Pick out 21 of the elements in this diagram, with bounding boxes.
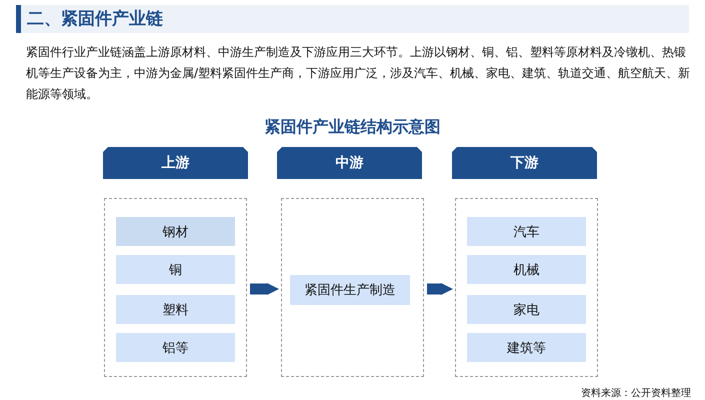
diagram-title: 紧固件产业链结构示意图: [264, 117, 442, 138]
source-note: 资料来源：公开资料整理: [581, 386, 691, 400]
block-arrow: [250, 282, 280, 296]
item-box: 机械: [467, 255, 586, 284]
intro-paragraph: 紧固件行业产业链涵盖上游原材料、中游生产制造及下游应用三大环节。上游以钢材、铜、铝、塑料等原材料及冷镦机、热锻机等生产设备为主，中游为金属/塑料紧固件生产商，下游应用广泛，涉及汽车、机械、家电、建筑、轨道交通、航空航天、新能源等领域。: [26, 44, 691, 103]
item-box: 铜: [116, 255, 235, 284]
item-box: 汽车: [467, 217, 586, 246]
block-arrow: [427, 282, 454, 296]
stage-header: 上游: [103, 147, 248, 179]
item-box: 紧固件生产制造: [290, 275, 410, 305]
item-box: 铝等: [116, 333, 235, 362]
dashed-frame: [104, 198, 247, 377]
item-box: 钢材: [116, 217, 235, 246]
item-box: 塑料: [116, 295, 235, 324]
stage-header: 下游: [452, 147, 597, 179]
dashed-frame: [281, 198, 424, 377]
item-box: 建筑等: [467, 333, 586, 362]
section-heading: 二、紧固件产业链: [27, 8, 163, 31]
item-box: 家电: [467, 295, 586, 324]
stage-header: 中游: [277, 147, 422, 179]
dashed-frame: [455, 198, 598, 377]
